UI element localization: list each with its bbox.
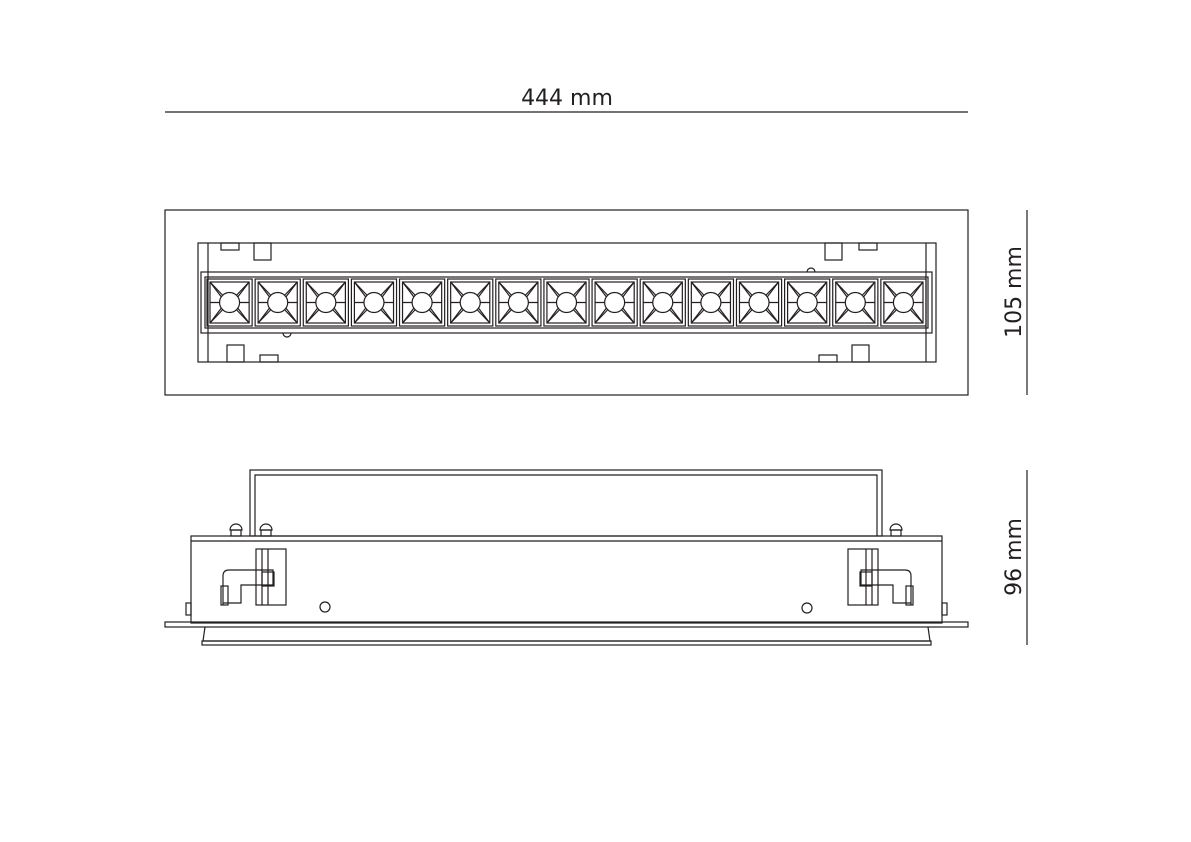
top-view: [164, 209, 969, 396]
bolt: [229, 523, 243, 537]
bolt: [259, 523, 273, 537]
led-cell: [254, 278, 301, 327]
housing-frame: [197, 242, 937, 363]
trim-outline: [164, 209, 969, 396]
led-cell: [591, 278, 638, 327]
driver-bracket: [249, 469, 883, 537]
screw-hole: [801, 602, 813, 614]
led-cell: [880, 278, 927, 327]
led-lens: [459, 291, 481, 314]
led-lens: [507, 291, 529, 314]
led-cell: [639, 278, 686, 327]
width-dimension: 444 mm: [165, 86, 968, 113]
led-lens: [315, 291, 337, 314]
led-cell: [206, 278, 253, 327]
screw-hole: [319, 601, 331, 613]
led-lens: [267, 291, 289, 314]
led-lens: [363, 291, 385, 314]
led-cell: [543, 278, 590, 327]
led-cell: [302, 278, 349, 327]
led-cell: [350, 278, 398, 327]
led-lens: [218, 291, 241, 314]
height-dimension: 96 mm: [1002, 470, 1028, 645]
led-cell: [495, 278, 542, 327]
led-cells: [206, 278, 927, 327]
bolt: [889, 523, 903, 537]
width-dimension-label: 444 mm: [521, 86, 613, 111]
led-cell: [398, 278, 446, 327]
led-lens: [796, 291, 818, 314]
led-lens: [555, 291, 578, 314]
led-cell: [783, 278, 831, 327]
led-lens: [604, 291, 626, 314]
housing-body: [190, 535, 943, 624]
trim-flange: [164, 621, 969, 628]
led-cell: [687, 278, 735, 327]
led-lens: [652, 291, 674, 314]
led-lens: [844, 291, 866, 314]
led-cell: [735, 278, 783, 327]
led-lens: [892, 291, 915, 314]
led-strip: [200, 271, 933, 334]
led-cell: [832, 278, 879, 327]
led-lens: [700, 291, 722, 314]
height-dimension-label: 96 mm: [1002, 518, 1027, 596]
led-lens: [411, 291, 433, 314]
led-lens: [748, 291, 770, 314]
depth-dimension: 105 mm: [1002, 210, 1028, 395]
depth-dimension-label: 105 mm: [1002, 246, 1027, 338]
spring-clip-right: [847, 548, 914, 606]
side-view: [164, 469, 969, 646]
spring-clip-left: [220, 548, 287, 606]
led-cell: [447, 278, 494, 327]
